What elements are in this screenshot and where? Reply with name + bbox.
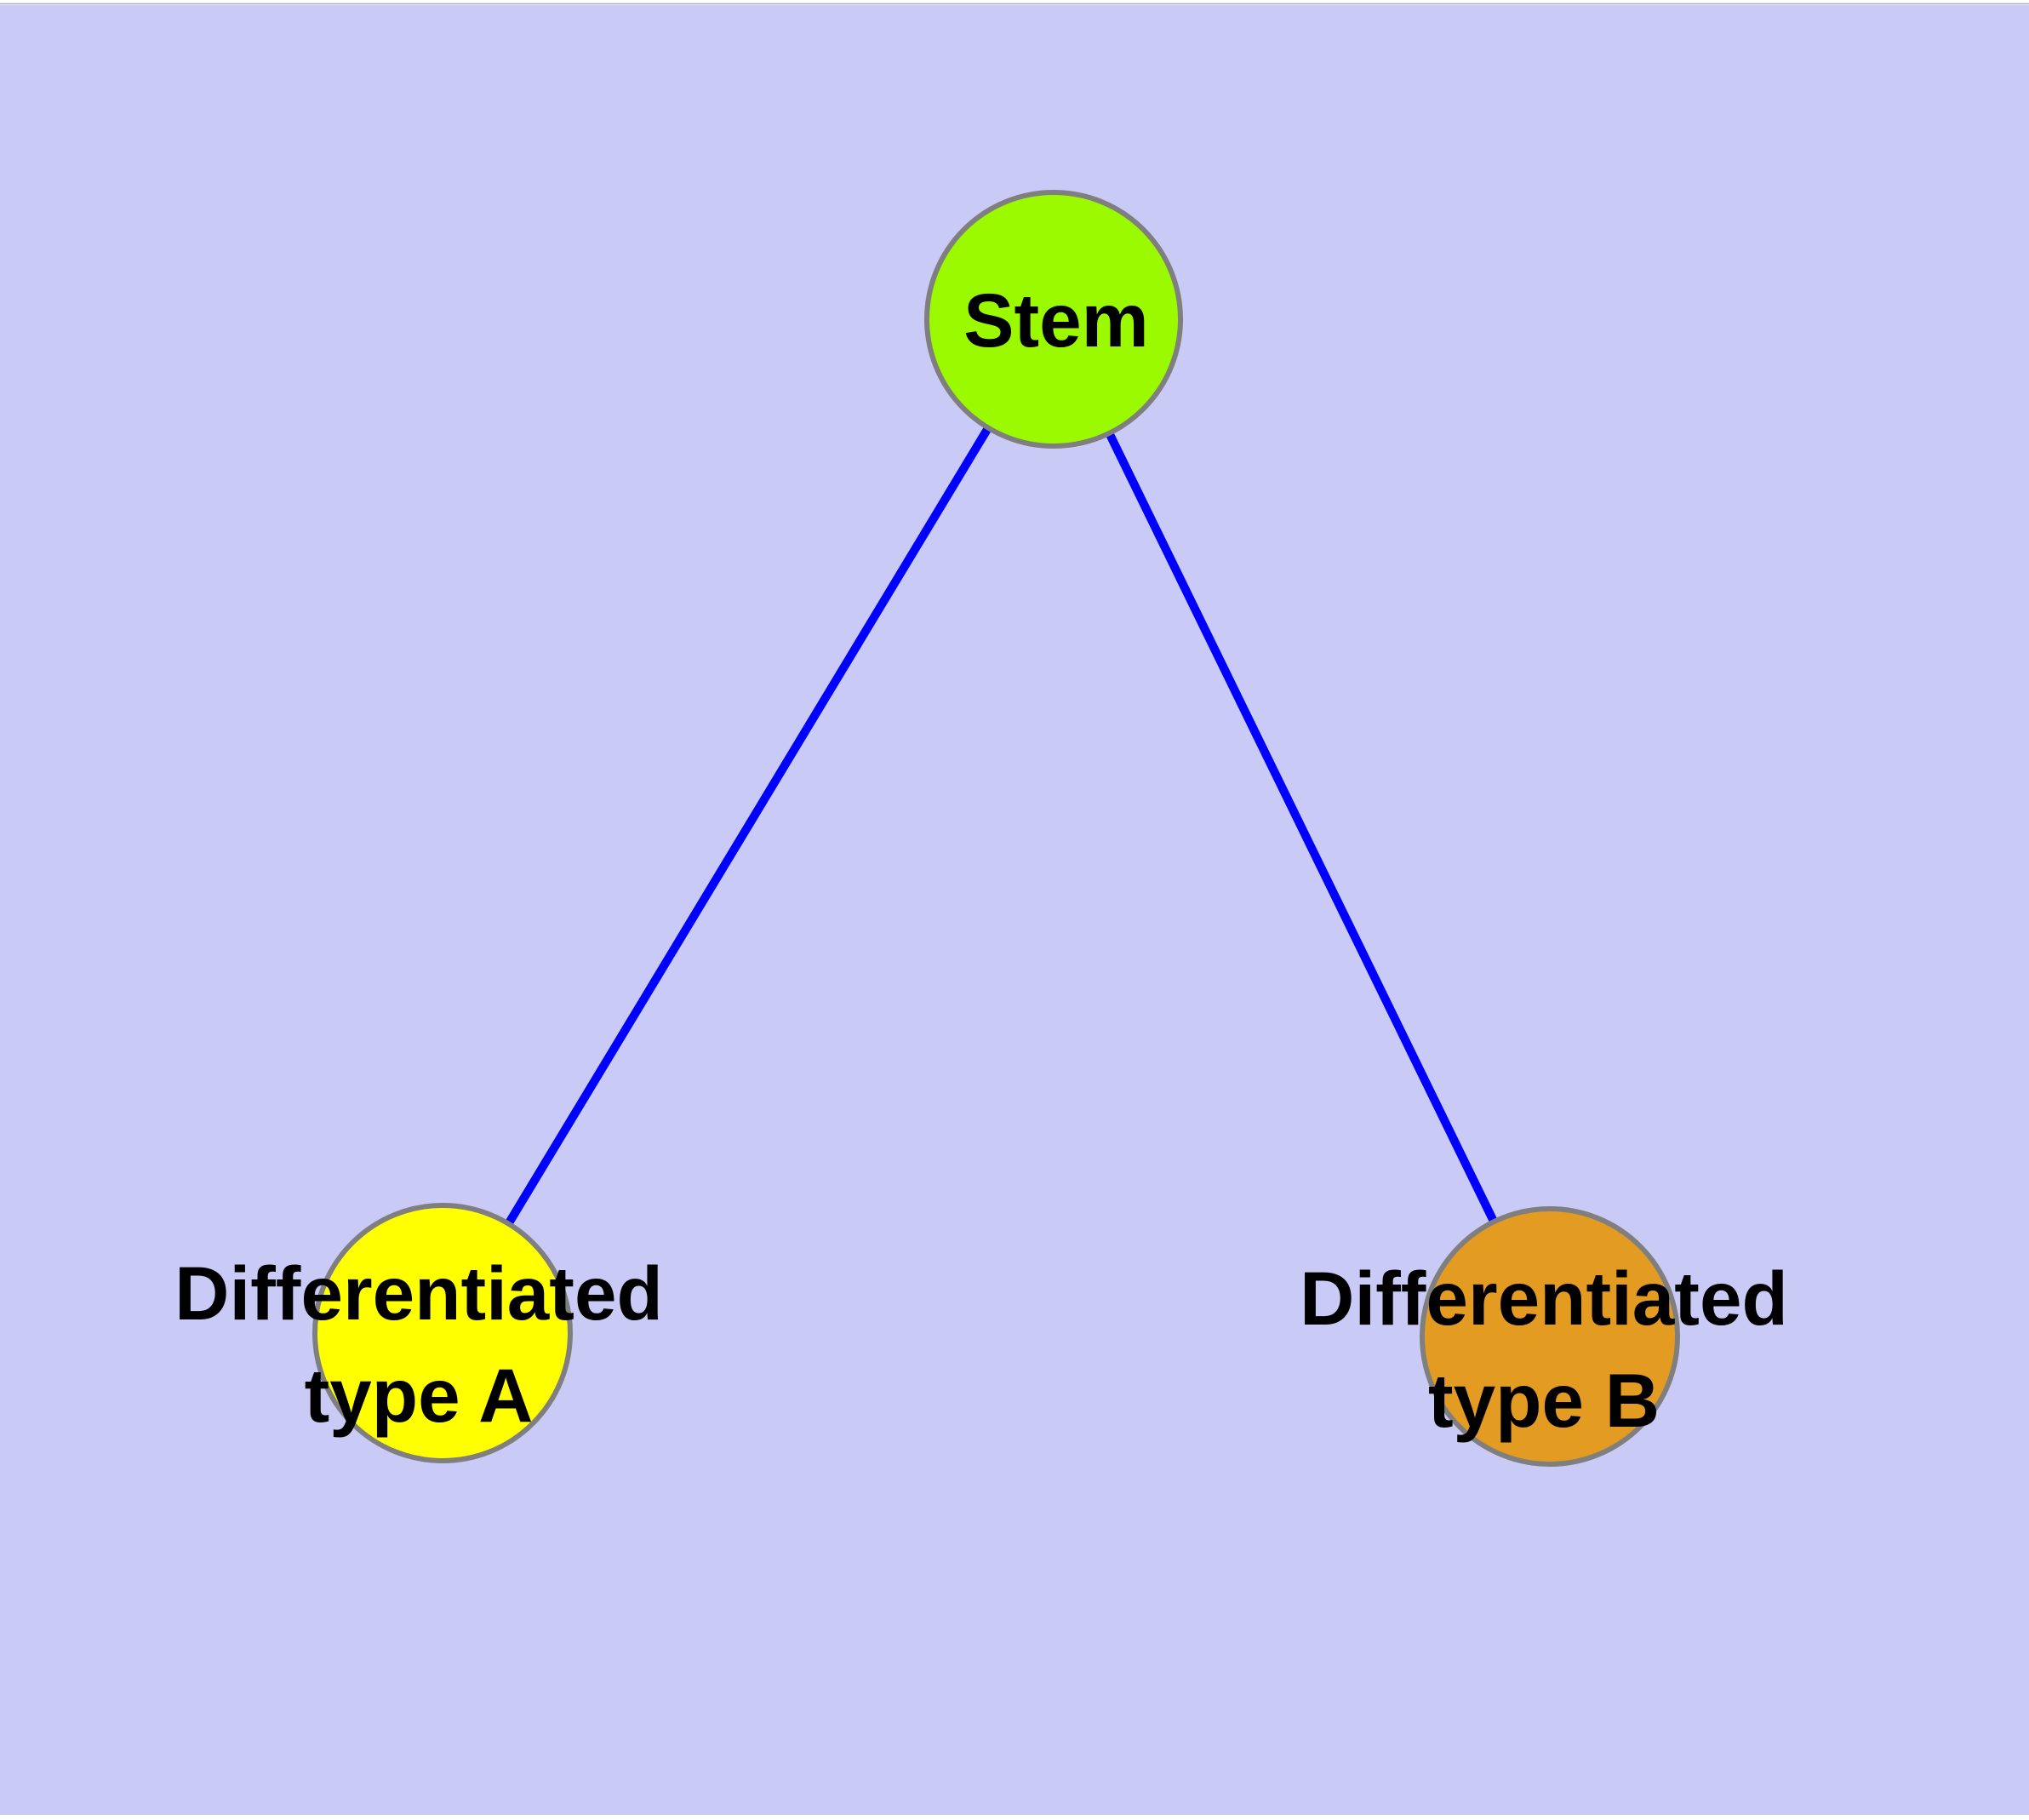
node-stem: Stem	[924, 190, 1183, 449]
node-type-b-circle	[1420, 1206, 1680, 1467]
node-type-a: Differentiated type A	[174, 1203, 663, 1463]
node-type-a-label-line2: type A	[305, 1353, 534, 1438]
node-stem-label: Stem	[963, 278, 1149, 363]
node-type-b: Differentiated type B	[1300, 1206, 1788, 1467]
node-type-a-label-line1: Differentiated	[174, 1251, 663, 1336]
edge-stem-to-type-b	[1049, 315, 1554, 1341]
node-type-b-label-line1: Differentiated	[1300, 1256, 1788, 1341]
node-stem-circle	[924, 190, 1183, 449]
node-type-a-circle	[312, 1203, 573, 1463]
node-type-b-label-line2: type B	[1428, 1358, 1660, 1443]
edge-layer	[438, 315, 1554, 1341]
edge-stem-to-type-a	[438, 315, 1058, 1337]
